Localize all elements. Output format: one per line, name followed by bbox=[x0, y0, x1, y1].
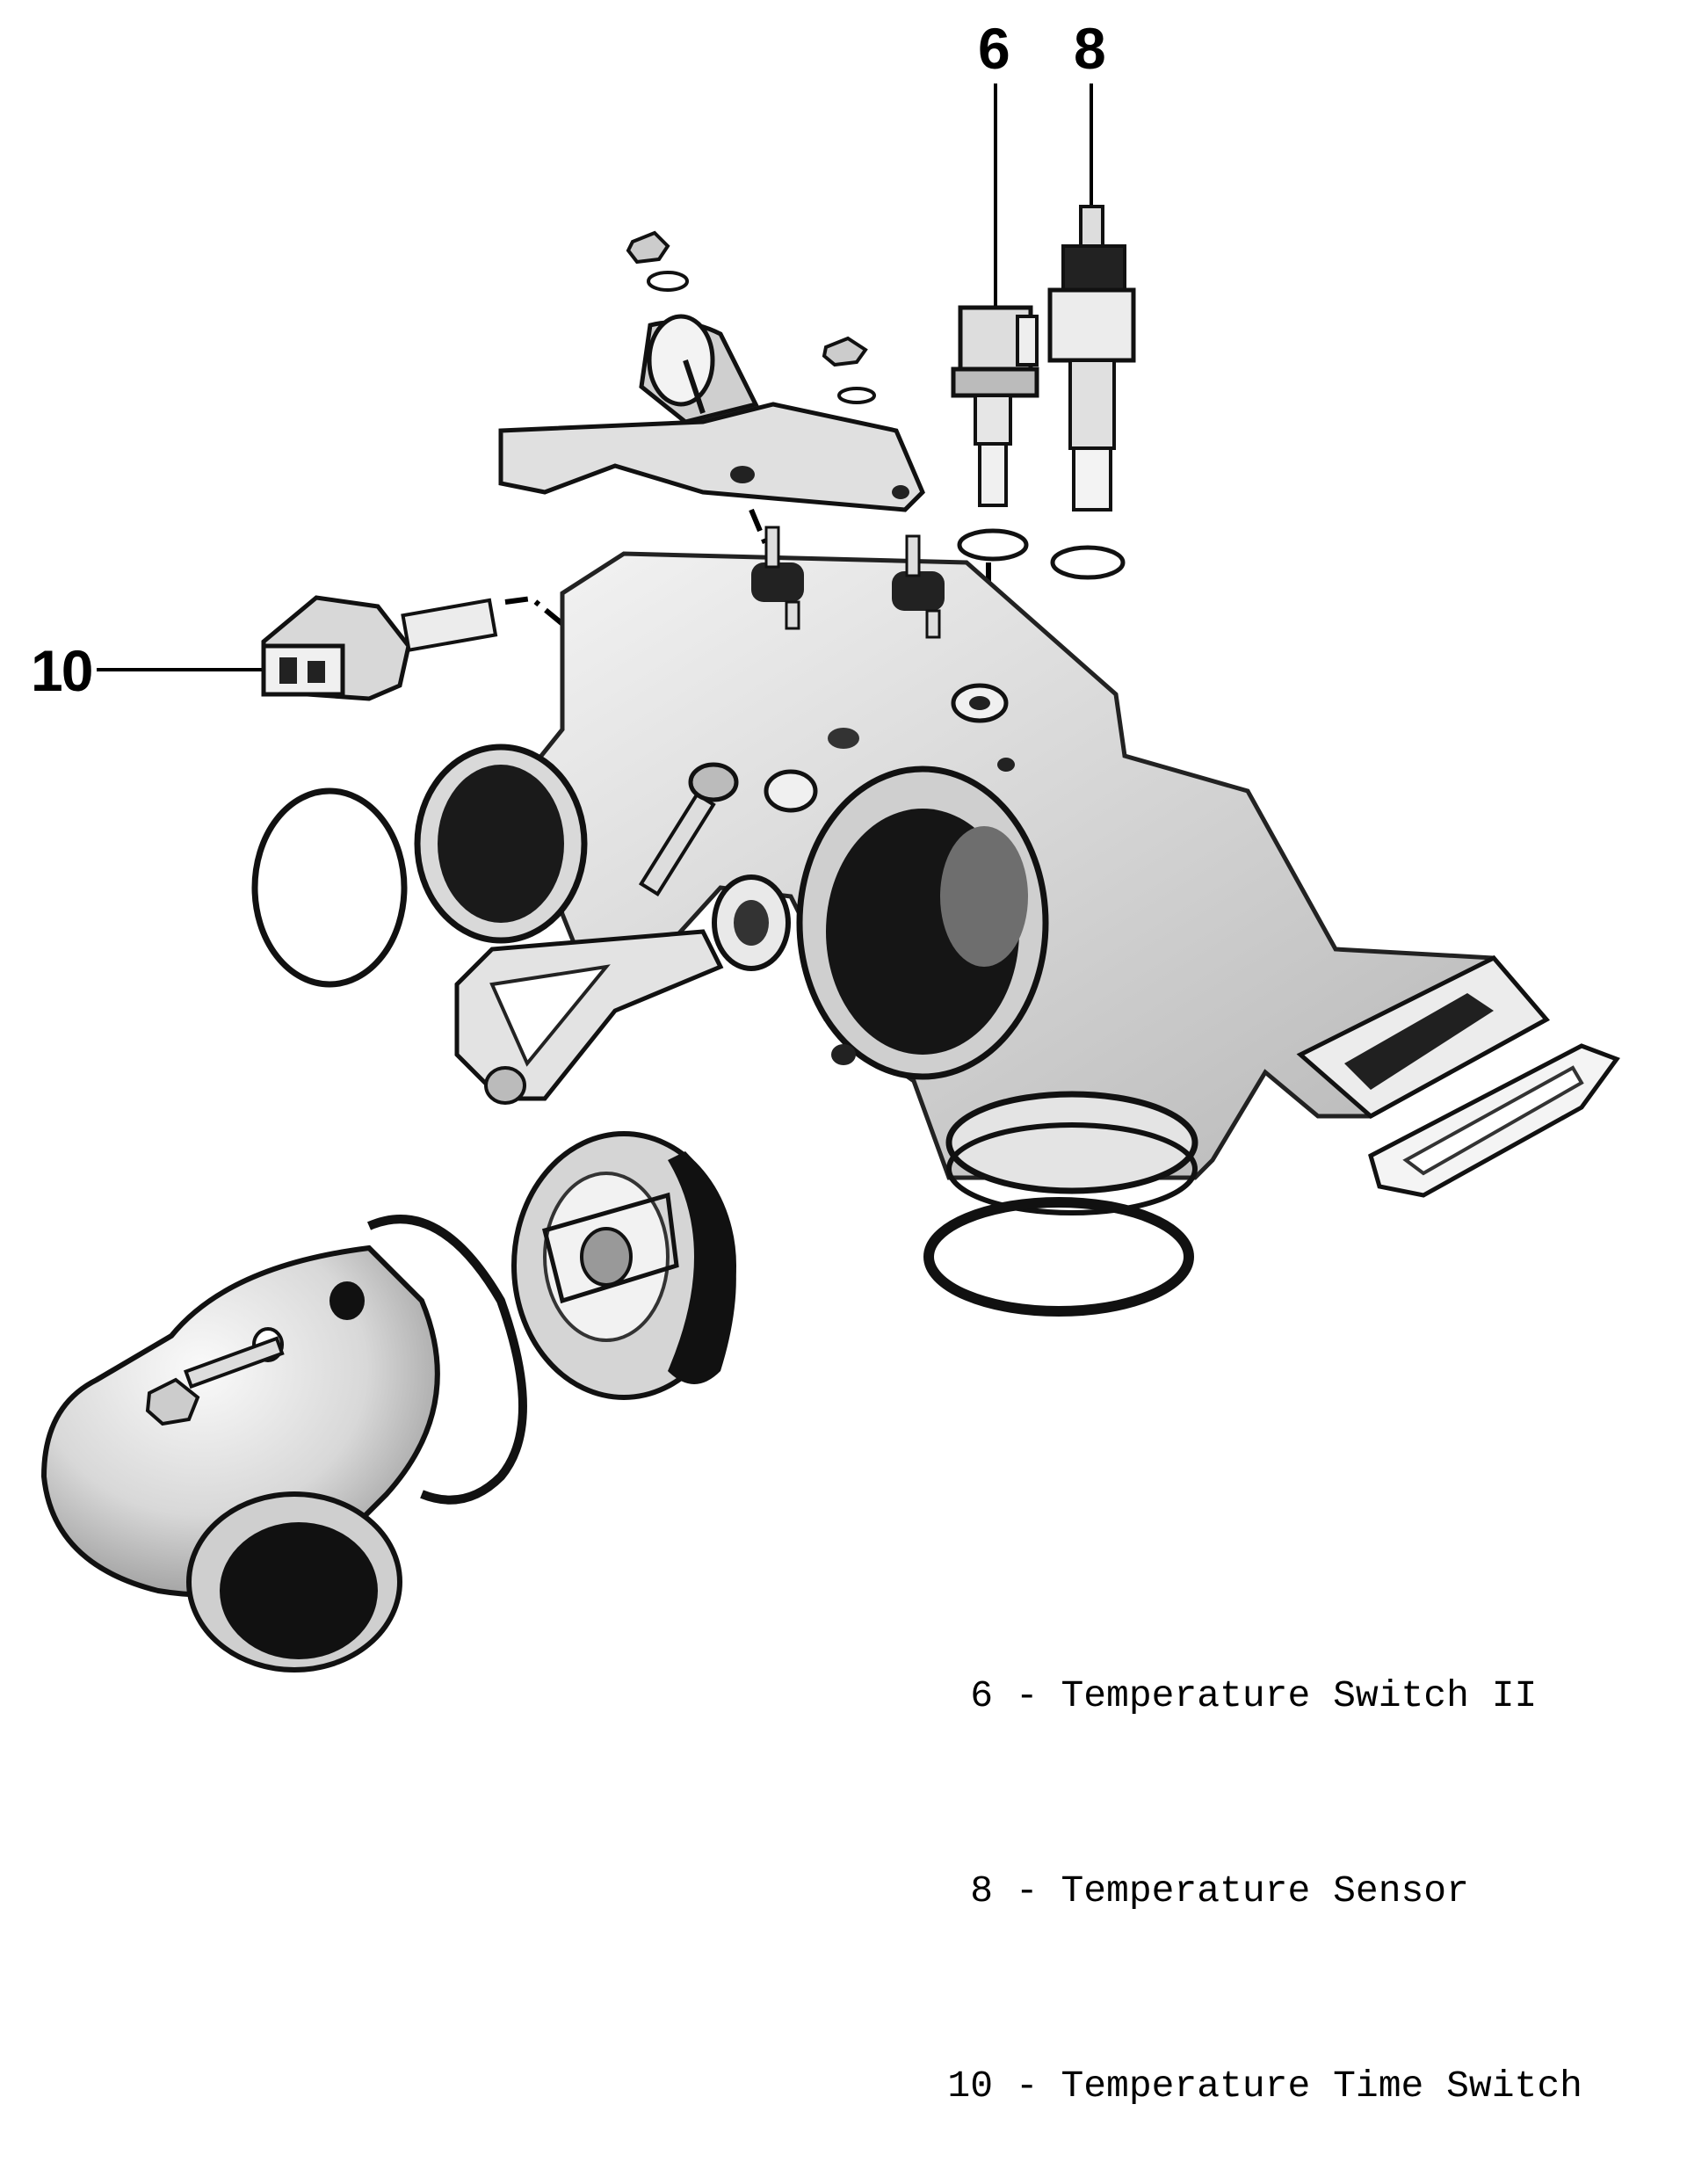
temperature-time-switch bbox=[261, 595, 498, 701]
temperature-switch-ii bbox=[951, 305, 1039, 507]
legend-number: 10 bbox=[947, 2064, 993, 2108]
legend-separator: - bbox=[1015, 1869, 1039, 1912]
exploded-parts-diagram bbox=[40, 83, 1620, 1672]
callout-label-8: 8 bbox=[1074, 16, 1106, 81]
rubber-mounts bbox=[751, 526, 945, 639]
callout-leader-lines bbox=[97, 83, 1093, 671]
parts-legend: 6 - Temperature Switch II 8 - Temperatur… bbox=[914, 1534, 1582, 2184]
housing-bolt bbox=[638, 762, 739, 896]
legend-item: 6 - Temperature Switch II bbox=[914, 1664, 1582, 1729]
legend-label: Temperature Time Switch bbox=[1061, 2064, 1582, 2108]
cover-o-ring bbox=[366, 1215, 527, 1505]
left-flange-plate bbox=[454, 929, 724, 1105]
bottom-o-ring bbox=[923, 1197, 1194, 1317]
legend-separator: - bbox=[1015, 2064, 1039, 2108]
legend-number: 8 bbox=[970, 1869, 993, 1912]
flange-gasket bbox=[1368, 1043, 1620, 1198]
thermostat-housing bbox=[414, 551, 1550, 1215]
legend-item: 10 - Temperature Time Switch bbox=[914, 2054, 1582, 2119]
callout-label-10: 10 bbox=[31, 638, 93, 703]
mounting-bracket bbox=[498, 314, 925, 512]
legend-label: Temperature Switch II bbox=[1061, 1674, 1538, 1717]
legend-number: 6 bbox=[970, 1674, 993, 1717]
callout-label-6: 6 bbox=[978, 16, 1010, 81]
legend-label: Temperature Sensor bbox=[1061, 1869, 1469, 1912]
sensor-washers bbox=[957, 528, 1126, 580]
nuts-and-washers bbox=[626, 230, 876, 404]
temperature-sensor bbox=[1047, 205, 1136, 512]
legend-separator: - bbox=[1015, 1674, 1039, 1717]
left-o-ring bbox=[251, 787, 408, 988]
legend-item: 8 - Temperature Sensor bbox=[914, 1859, 1582, 1924]
thermostat bbox=[511, 1131, 736, 1400]
housing-cover bbox=[40, 1244, 440, 1672]
